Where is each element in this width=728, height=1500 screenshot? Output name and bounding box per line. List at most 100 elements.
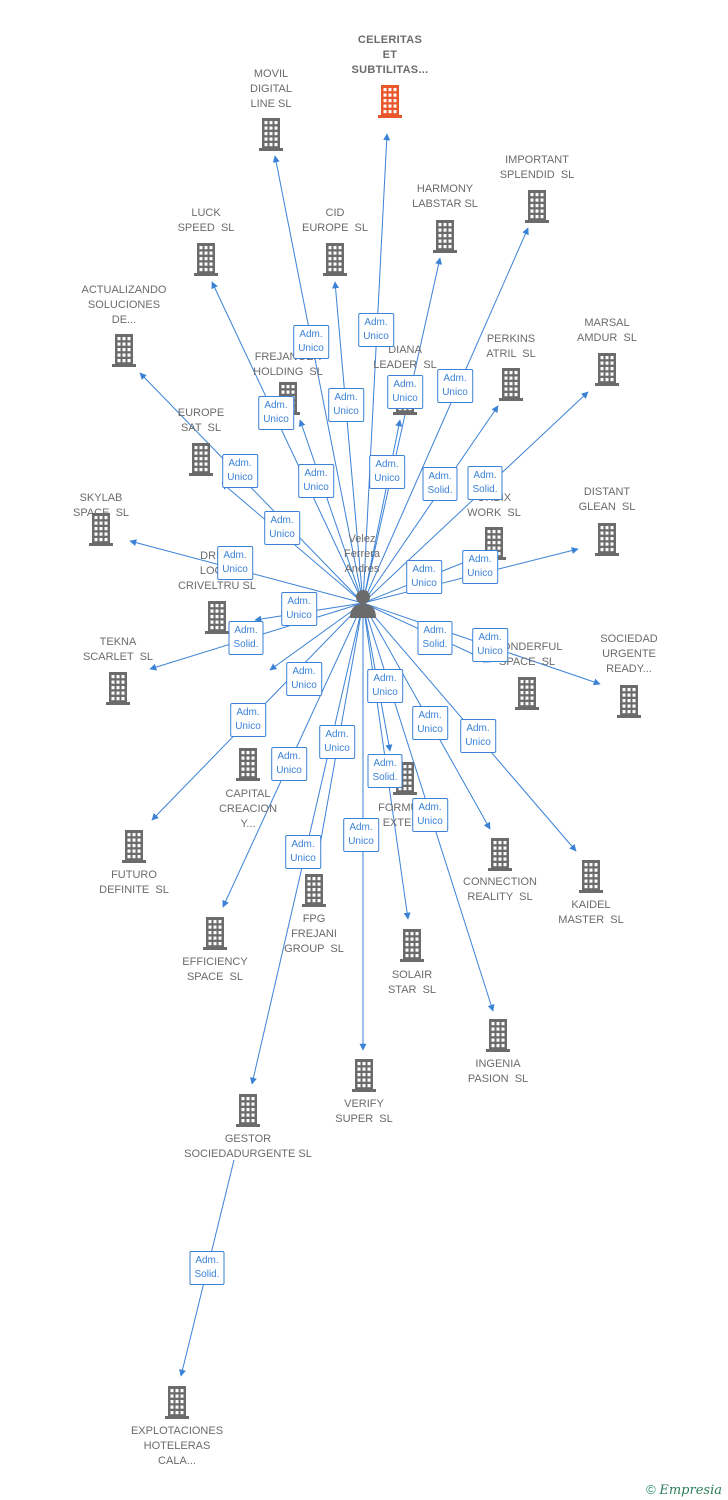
role-badge-connection[interactable]: Adm. Unico: [412, 706, 448, 740]
role-badge-actualizando[interactable]: Adm. Unico: [222, 454, 258, 488]
role-badge-europesat[interactable]: Adm. Unico: [264, 511, 300, 545]
building-icon[interactable]: [595, 352, 619, 391]
company-label-distant[interactable]: DISTANT GLEAN SL: [578, 486, 636, 513]
role-badge-tekna[interactable]: Adm. Solid.: [228, 621, 264, 655]
edge-person-movil: [272, 155, 364, 604]
role-badge-sociedad[interactable]: Adm. Unico: [472, 628, 508, 662]
company-label-connection[interactable]: CONNECTION REALITY SL: [463, 876, 537, 903]
building-icon[interactable]: [259, 117, 283, 156]
center-person[interactable]: [349, 588, 377, 623]
building-icon[interactable]: [236, 1093, 260, 1132]
edge-person-important: [362, 227, 529, 604]
company-label-important[interactable]: IMPORTANT SPLENDID SL: [499, 154, 575, 181]
role-badge-distant[interactable]: Adm. Unico: [462, 550, 498, 584]
role-badge-important[interactable]: Adm. Unico: [437, 369, 473, 403]
company-label-actualizando[interactable]: ACTUALIZANDO SOLUCIONES DE...: [81, 284, 167, 326]
company-label-harmony[interactable]: HARMONY LABSTAR SL: [412, 183, 478, 210]
role-badge-perkins[interactable]: Adm. Solid.: [422, 467, 458, 501]
role-badge-capital[interactable]: Adm. Unico: [286, 662, 322, 696]
building-icon[interactable]: [433, 219, 457, 258]
building-icon[interactable]: [488, 837, 512, 876]
company-label-capital[interactable]: CAPITAL CREACION Y...: [218, 788, 278, 830]
role-badge-fpg[interactable]: Adm. Unico: [271, 747, 307, 781]
company-label-solair[interactable]: SOLAIR STAR SL: [387, 969, 437, 996]
role-badge-explotaciones[interactable]: Adm. Solid.: [189, 1251, 225, 1285]
company-label-wonderful[interactable]: WONDERFUL SPACE SL: [491, 641, 563, 668]
edge-person-actualizando: [139, 372, 364, 604]
role-badge-drive[interactable]: Adm. Unico: [281, 592, 317, 626]
role-badge-gestor[interactable]: Adm. Unico: [285, 835, 321, 869]
role-badge-marsal[interactable]: Adm. Solid.: [467, 466, 503, 500]
role-badge-solair[interactable]: Adm. Unico: [367, 669, 403, 703]
company-label-diana[interactable]: DIANA LEADER SL: [373, 344, 437, 371]
building-icon[interactable]: [400, 928, 424, 967]
role-badge-celeritas[interactable]: Adm. Unico: [358, 313, 394, 347]
company-label-verify[interactable]: VERIFY SUPER SL: [335, 1098, 393, 1125]
company-label-fpg[interactable]: FPG FREJANI GROUP SL: [284, 913, 344, 955]
building-icon[interactable]: [106, 671, 130, 710]
role-badge-efficiency[interactable]: Adm. Unico: [319, 725, 355, 759]
building-icon[interactable]: [579, 859, 603, 898]
building-icon[interactable]: [486, 1018, 510, 1057]
edge-person-capital: [269, 602, 364, 671]
role-badge-frejanger[interactable]: Adm. Unico: [298, 464, 334, 498]
role-badge-ingenia[interactable]: Adm. Unico: [412, 798, 448, 832]
company-label-marsal[interactable]: MARSAL AMDUR SL: [577, 317, 637, 344]
role-badge-skylab[interactable]: Adm. Unico: [217, 546, 253, 580]
brand-logo: Empresia: [659, 1483, 722, 1498]
building-icon[interactable]: [352, 1058, 376, 1097]
role-badge-luck[interactable]: Adm. Unico: [258, 396, 294, 430]
company-label-tekna[interactable]: TEKNA SCARLET SL: [82, 636, 154, 663]
edge-person-harmony: [362, 257, 443, 604]
role-badge-orbix[interactable]: Adm. Unico: [406, 560, 442, 594]
edge-person-diana: [362, 419, 403, 604]
building-icon[interactable]: [165, 1385, 189, 1424]
role-badge-harmony[interactable]: Adm. Unico: [387, 375, 423, 409]
company-label-sociedad[interactable]: SOCIEDAD URGENTE READY...: [600, 633, 658, 675]
building-icon[interactable]: [236, 747, 260, 786]
company-label-cid[interactable]: CID EUROPE SL: [301, 207, 369, 234]
building-icon[interactable]: [189, 442, 213, 481]
role-badge-kaidel[interactable]: Adm. Unico: [460, 719, 496, 753]
building-icon[interactable]: [122, 829, 146, 868]
company-label-movil[interactable]: MOVIL DIGITAL LINE SL: [250, 68, 292, 110]
company-label-gestor[interactable]: GESTOR SOCIEDADURGENTE SL: [184, 1133, 312, 1160]
company-label-kaidel[interactable]: KAIDEL MASTER SL: [558, 899, 624, 926]
building-icon[interactable]: [525, 189, 549, 228]
company-label-skylab[interactable]: SKYLAB SPACE SL: [72, 492, 130, 519]
building-icon[interactable]: [89, 512, 113, 551]
building-icon[interactable]: [112, 333, 136, 372]
edge-person-perkins: [362, 405, 499, 604]
company-label-celeritas[interactable]: CELERITAS ET SUBTILITAS...: [351, 34, 429, 76]
role-badge-diana[interactable]: Adm. Unico: [369, 455, 405, 489]
building-icon[interactable]: [194, 242, 218, 281]
building-icon[interactable]: [499, 367, 523, 406]
company-label-perkins[interactable]: PERKINS ATRIL SL: [486, 333, 536, 360]
building-icon[interactable]: [205, 600, 229, 639]
edge-person-frejanger: [298, 419, 364, 604]
role-badge-verify[interactable]: Adm. Unico: [343, 818, 379, 852]
building-icon[interactable]: [203, 916, 227, 955]
building-icon[interactable]: [617, 684, 641, 723]
role-badge-wonderful[interactable]: Adm. Solid.: [417, 621, 453, 655]
role-badge-futuro[interactable]: Adm. Unico: [230, 703, 266, 737]
building-icon[interactable]: [302, 873, 326, 912]
building-icon[interactable]: [323, 242, 347, 281]
company-label-europesat[interactable]: EUROPE SAT SL: [177, 407, 225, 434]
company-label-futuro[interactable]: FUTURO DEFINITE SL: [99, 869, 169, 896]
company-label-ingenia[interactable]: INGENIA PASION SL: [467, 1058, 529, 1085]
edge-person-celeritas: [362, 133, 391, 604]
company-label-explotaciones[interactable]: EXPLOTACIONES HOTELERAS CALA...: [130, 1425, 224, 1467]
building-icon[interactable]: [378, 84, 402, 123]
company-label-luck[interactable]: LUCK SPEED SL: [177, 207, 235, 234]
building-icon[interactable]: [595, 522, 619, 561]
edge-person-cid: [332, 281, 364, 604]
role-badge-cid[interactable]: Adm. Unico: [328, 388, 364, 422]
person-icon: [350, 590, 376, 618]
edge-person-luck: [211, 281, 364, 604]
role-badge-movil[interactable]: Adm. Unico: [293, 325, 329, 359]
building-icon[interactable]: [515, 676, 539, 715]
company-label-efficiency[interactable]: EFFICIENCY SPACE SL: [182, 956, 248, 983]
role-badge-formula[interactable]: Adm. Solid.: [367, 754, 403, 788]
